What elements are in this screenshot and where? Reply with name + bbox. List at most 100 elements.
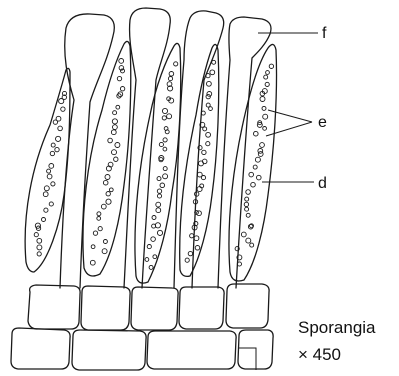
spore (47, 169, 51, 173)
spore (101, 204, 106, 209)
spore (246, 238, 251, 243)
spore (195, 246, 200, 251)
spore (202, 150, 206, 154)
spore (90, 260, 95, 265)
spore (159, 142, 163, 146)
spore (114, 157, 118, 161)
basal-cell (72, 330, 146, 370)
spore (157, 194, 161, 198)
spore (251, 182, 256, 187)
leader-lines (258, 33, 318, 182)
spore (151, 237, 156, 242)
spore (61, 107, 65, 111)
spore (97, 212, 101, 216)
spore (263, 114, 268, 119)
spore (255, 157, 260, 162)
spore (206, 142, 210, 146)
spore (157, 189, 161, 193)
spore (47, 174, 52, 179)
leader-e-2 (266, 122, 312, 136)
sporangium (229, 44, 277, 281)
basal-cell (11, 328, 70, 369)
leader-e-1 (268, 110, 312, 122)
spore (106, 192, 110, 196)
spore (263, 126, 267, 130)
spore (56, 136, 61, 141)
label-f: f (322, 25, 327, 42)
spore (250, 243, 254, 247)
spore (212, 60, 216, 64)
label-d: d (318, 175, 327, 192)
spore (254, 131, 259, 136)
spore (174, 62, 178, 66)
spore (56, 116, 61, 121)
spore (117, 76, 121, 80)
basal-cell (179, 287, 224, 329)
spore (246, 190, 251, 195)
spore (258, 149, 263, 154)
basal-cell (81, 286, 130, 330)
spore (207, 81, 212, 86)
spore (156, 208, 161, 213)
spore (248, 224, 253, 229)
sporangium (180, 44, 219, 276)
spore (149, 265, 153, 269)
spore (155, 223, 160, 228)
spore (249, 172, 254, 177)
spore (157, 230, 162, 235)
basal-cell (131, 287, 178, 330)
spore (163, 167, 167, 171)
spore (152, 216, 156, 220)
spore (37, 238, 42, 243)
spore (260, 143, 265, 148)
spore (49, 202, 53, 206)
basal-cell-edge (239, 348, 256, 370)
spore (190, 234, 194, 238)
spore (109, 188, 113, 192)
spore (44, 186, 49, 191)
spore (42, 218, 46, 222)
spore (58, 126, 63, 131)
spore (246, 213, 250, 217)
spore (162, 108, 167, 113)
spore (115, 143, 120, 148)
spore (55, 147, 59, 151)
spore (260, 97, 265, 102)
spore (241, 232, 246, 237)
spore (207, 92, 212, 97)
spore (266, 71, 270, 75)
caption-title: Sporangia (298, 318, 376, 337)
spore (50, 151, 54, 155)
spore (160, 183, 165, 188)
spore (265, 82, 269, 86)
spore (98, 227, 102, 231)
spore (257, 175, 262, 180)
basal-cells (11, 284, 273, 370)
spore (49, 164, 54, 169)
spore (162, 116, 166, 120)
spore (108, 138, 113, 143)
spore (197, 211, 202, 216)
spore (156, 202, 161, 207)
spore (197, 172, 202, 177)
spore (167, 114, 172, 119)
spore (194, 236, 199, 241)
spore (145, 258, 149, 262)
spore (188, 251, 192, 255)
spore (210, 70, 215, 75)
caption-magnification: × 450 (298, 345, 341, 364)
spore (103, 180, 108, 185)
spore (206, 74, 210, 78)
spore (102, 249, 107, 254)
spore (163, 147, 167, 151)
spore (168, 77, 172, 81)
spore (269, 64, 273, 68)
sporangium (135, 43, 181, 283)
spore (245, 197, 249, 201)
spore (157, 177, 161, 181)
spore (51, 143, 55, 147)
spore (34, 233, 38, 237)
basal-cell (28, 285, 80, 329)
spore (169, 72, 174, 77)
spore (44, 208, 48, 212)
